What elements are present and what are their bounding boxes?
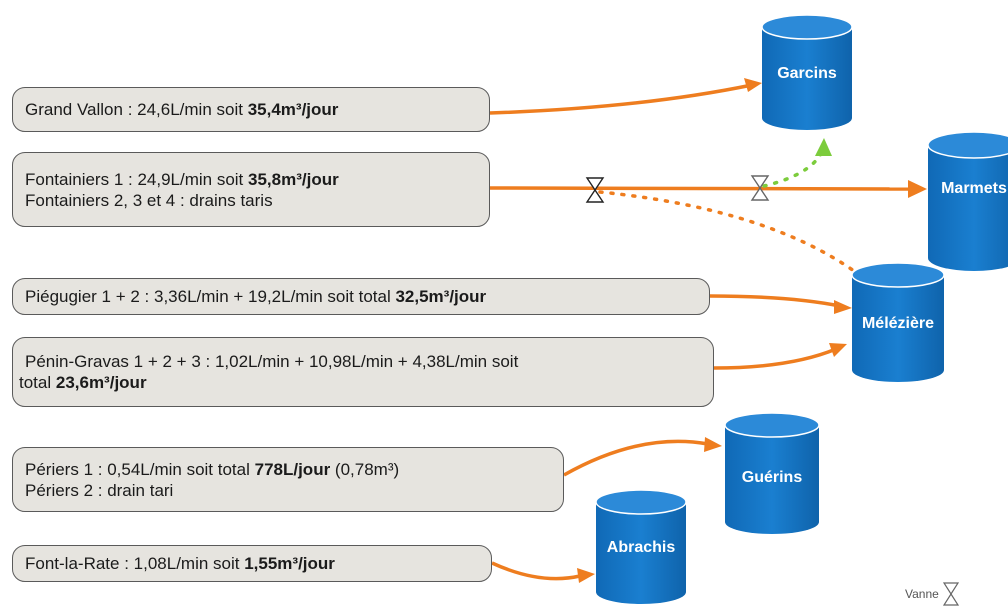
reservoir-label: Mélézière bbox=[861, 315, 935, 332]
reservoir-garcins[interactable] bbox=[761, 14, 853, 130]
reservoir-marmets[interactable] bbox=[927, 131, 1008, 271]
source-box-periers: Périers 1 : 0,54L/min soit total 778L/jo… bbox=[12, 447, 564, 512]
pipe-piegugier-meleziere bbox=[709, 294, 841, 308]
legend-label: Vanne bbox=[905, 587, 939, 601]
source-line: Pénin-Gravas 1 + 2 + 3 : 1,02L/min + 10,… bbox=[25, 352, 519, 371]
source-volume: 1,55m³/jour bbox=[244, 554, 335, 573]
reservoir-abrachis-label-wrap: Abrachis bbox=[596, 539, 686, 559]
reservoir-label: Abrachis bbox=[606, 539, 676, 556]
pipe-penin-gravas-meleziere bbox=[713, 347, 837, 370]
reservoir-garcins-label-wrap: Garcins bbox=[762, 65, 852, 85]
source-text-suffix: (0,78m³) bbox=[330, 459, 400, 479]
source-text: Fontainiers 1 : 24,9L/min soit bbox=[25, 169, 249, 189]
source-text: Grand Vallon : 24,6L/min soit bbox=[25, 100, 248, 119]
arrowhead-guerins bbox=[704, 437, 722, 452]
source-box-penin-gravas: Pénin-Gravas 1 + 2 + 3 : 1,02L/min + 10,… bbox=[12, 337, 714, 407]
reservoir-label: Garcins bbox=[777, 65, 837, 82]
source-volume: 23,6m³/jour bbox=[55, 373, 147, 392]
source-text: Font-la-Rate : 1,08L/min soit bbox=[25, 554, 245, 573]
source-line-2: Périers 2 : drain tari bbox=[25, 480, 174, 500]
source-line: Grand Vallon : 24,6L/min soit 35,4m³/jou… bbox=[25, 99, 477, 120]
reservoir-meleziere[interactable] bbox=[851, 262, 945, 382]
source-volume: 35,4m³/jour bbox=[247, 100, 339, 119]
reservoir-guerins-label-wrap: Guérins bbox=[725, 469, 819, 489]
source-line-2: total 23,6m³/jour bbox=[19, 372, 701, 393]
pipe-font-la-rate-abrachis bbox=[491, 561, 581, 581]
arrowhead-meleziere-1 bbox=[834, 300, 852, 314]
source-text: Périers 1 : 0,54L/min soit total bbox=[25, 459, 255, 479]
valve-icon bbox=[942, 582, 959, 606]
reservoir-meleziere-label-wrap: Mélézière bbox=[852, 315, 944, 335]
source-line: Fontainiers 1 : 24,9L/min soit 35,8m³/jo… bbox=[25, 169, 477, 190]
valve-icon[interactable] bbox=[750, 175, 770, 201]
source-box-grand-vallon: Grand Vallon : 24,6L/min soit 35,4m³/jou… bbox=[12, 87, 490, 132]
arrowhead-abrachis bbox=[577, 568, 595, 583]
dotted-route-garcins bbox=[762, 150, 824, 188]
pipe-grand-vallon-garcins bbox=[489, 83, 753, 115]
arrowhead-garcins bbox=[744, 78, 762, 92]
source-text: Piégugier 1 + 2 : 3,36L/min + 19,2L/min … bbox=[25, 287, 396, 306]
reservoir-guerins[interactable] bbox=[724, 412, 820, 534]
arrowhead-dotted-garcins bbox=[815, 138, 832, 156]
source-line: Périers 1 : 0,54L/min soit total 778L/jo… bbox=[25, 459, 551, 480]
pipe-periers-guerins bbox=[563, 439, 709, 477]
valve-icon[interactable] bbox=[585, 177, 605, 203]
source-box-fontainiers: Fontainiers 1 : 24,9L/min soit 35,8m³/jo… bbox=[12, 152, 490, 227]
reservoir-abrachis[interactable] bbox=[595, 489, 687, 604]
reservoir-label: Guérins bbox=[741, 469, 803, 486]
source-box-font-la-rate: Font-la-Rate : 1,08L/min soit 1,55m³/jou… bbox=[12, 545, 492, 582]
source-volume: 778L/jour bbox=[254, 459, 331, 479]
source-line: Font-la-Rate : 1,08L/min soit 1,55m³/jou… bbox=[25, 553, 479, 574]
reservoir-label: Marmets bbox=[941, 180, 1007, 197]
dotted-route-meleziere bbox=[598, 190, 872, 285]
arrowhead-marmets bbox=[908, 180, 927, 198]
legend: Vanne bbox=[905, 582, 959, 606]
pipe-fontainiers-marmets bbox=[489, 186, 911, 191]
source-box-piegugier: Piégugier 1 + 2 : 3,36L/min + 19,2L/min … bbox=[12, 278, 710, 315]
arrowhead-meleziere-2 bbox=[829, 343, 847, 357]
reservoir-marmets-label-wrap: Marmets bbox=[928, 180, 1008, 200]
source-text: total bbox=[19, 373, 56, 392]
source-volume: 32,5m³/jour bbox=[395, 287, 487, 306]
source-volume: 35,8m³/jour bbox=[248, 169, 339, 189]
source-line-2: Fontainiers 2, 3 et 4 : drains taris bbox=[25, 190, 273, 210]
source-line: Piégugier 1 + 2 : 3,36L/min + 19,2L/min … bbox=[25, 286, 697, 307]
